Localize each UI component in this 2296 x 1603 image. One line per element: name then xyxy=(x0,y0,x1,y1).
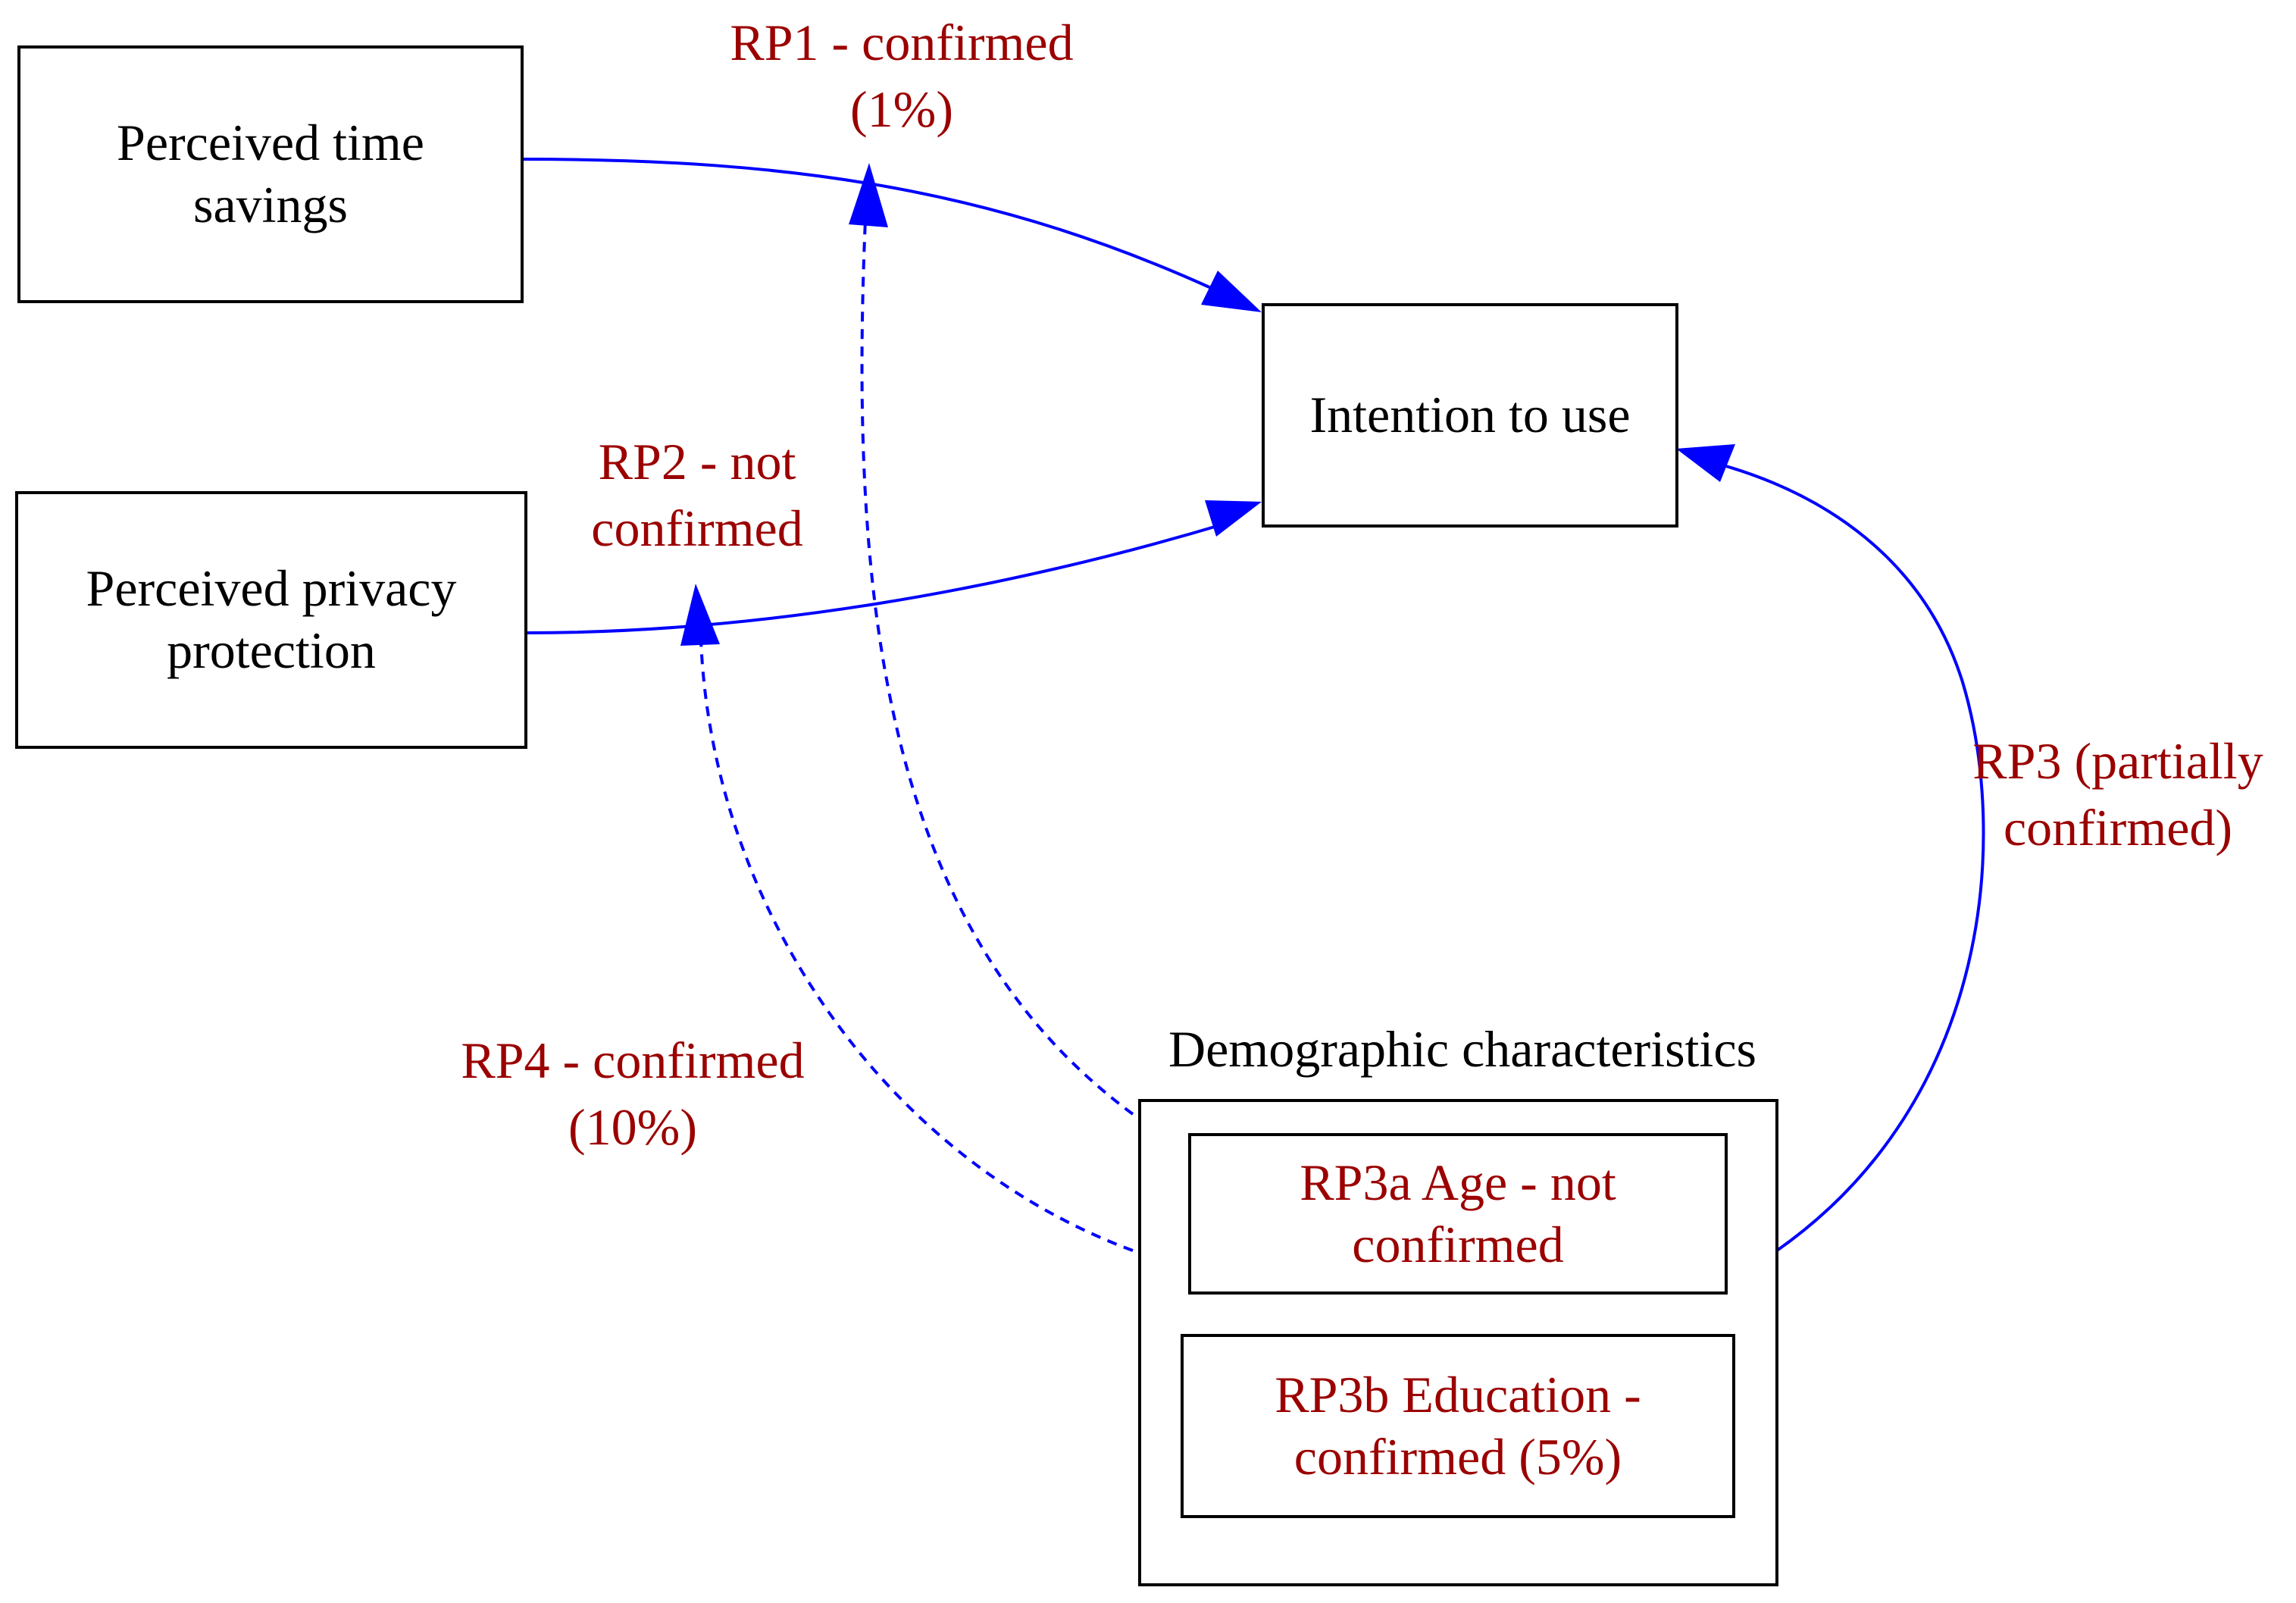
cluster-title: Demographic characteristics xyxy=(1168,1020,1756,1078)
node-rp3a-age: RP3a Age - not confirmed xyxy=(1188,1133,1728,1295)
node-perceived-privacy-protection-label: Perceived privacy protection xyxy=(86,559,457,679)
node-intention-to-use-label: Intention to use xyxy=(1309,386,1631,444)
arrowhead-privacy-to-intention xyxy=(1205,500,1262,537)
edge-label-rp4: RP4 - confirmed (10%) xyxy=(461,1032,805,1157)
edge-demographics-to-intention xyxy=(1712,461,1985,1252)
edge-label-rp1: RP1 - confirmed (1%) xyxy=(730,14,1074,139)
node-perceived-privacy-protection: Perceived privacy protection xyxy=(15,491,527,749)
edge-time-to-intention xyxy=(522,158,1228,297)
node-perceived-time-savings: Perceived time savings xyxy=(17,45,524,303)
arrowhead-demographics-to-intention xyxy=(1676,444,1735,482)
node-rp3b-education: RP3b Education - confirmed (5%) xyxy=(1181,1334,1735,1518)
node-rp3a-age-label: RP3a Age - not confirmed xyxy=(1300,1153,1616,1273)
edge-label-rp2: RP2 - not confirmed xyxy=(591,433,803,558)
edge-label-rp3: RP3 (partially confirmed) xyxy=(1972,732,2263,857)
arrowhead-time-to-intention xyxy=(1201,271,1262,312)
edge-demographics-moderates-rp1 xyxy=(860,219,1134,1116)
node-intention-to-use: Intention to use xyxy=(1262,303,1678,528)
arrowhead-moderates-rp1 xyxy=(849,163,888,227)
edge-demographics-moderates-rp2 xyxy=(699,640,1134,1252)
arrowhead-moderates-rp2 xyxy=(680,584,720,646)
node-rp3b-education-label: RP3b Education - confirmed (5%) xyxy=(1275,1365,1641,1486)
edge-privacy-to-intention xyxy=(525,521,1228,634)
node-perceived-time-savings-label: Perceived time savings xyxy=(117,114,424,233)
